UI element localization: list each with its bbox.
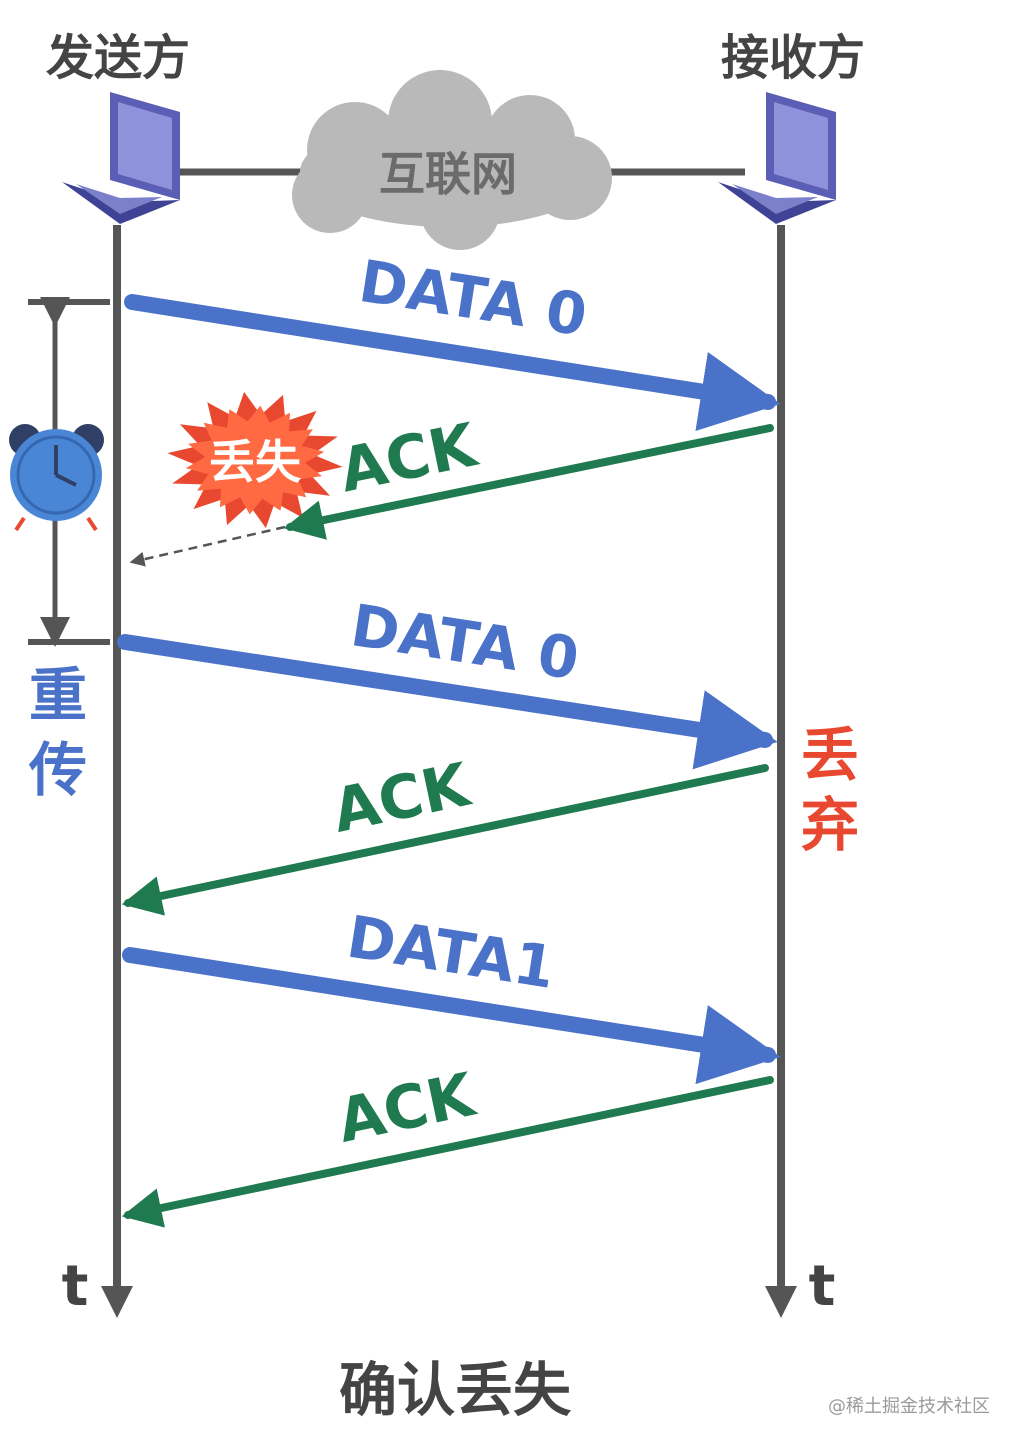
ack-message-arrow	[121, 764, 769, 916]
retransmit-label-line2: 传	[28, 736, 87, 804]
time-label-right: t	[809, 1254, 836, 1319]
data-message-arrow	[122, 947, 781, 1085]
caption: 确认丢失	[339, 1356, 572, 1424]
data-message-arrow	[117, 634, 778, 770]
ack-message-arrow	[121, 1076, 774, 1228]
cloud-icon	[292, 70, 612, 250]
discard-label-line1: 丢	[801, 721, 859, 789]
receiver-label: 接收方	[721, 30, 865, 86]
lost-label: 丢失	[209, 435, 302, 489]
explosion-burst-icon	[167, 391, 343, 529]
ack-message-arrow	[283, 424, 774, 540]
discard-label-line2: 弃	[801, 791, 859, 859]
lost-ack-trace	[129, 525, 286, 567]
laptop-icon	[718, 92, 836, 224]
retransmit-label-line1: 重	[29, 661, 87, 729]
sender-label: 发送方	[46, 30, 190, 86]
time-label-left: t	[62, 1254, 89, 1319]
data-message-label: DATA 0	[355, 247, 592, 350]
data-message-arrow	[124, 294, 781, 432]
laptop-icon	[62, 92, 180, 224]
alarm-clock-icon	[9, 424, 104, 532]
watermark: @稀土掘金技术社区	[828, 1396, 990, 1417]
internet-label: 互联网	[379, 147, 517, 201]
